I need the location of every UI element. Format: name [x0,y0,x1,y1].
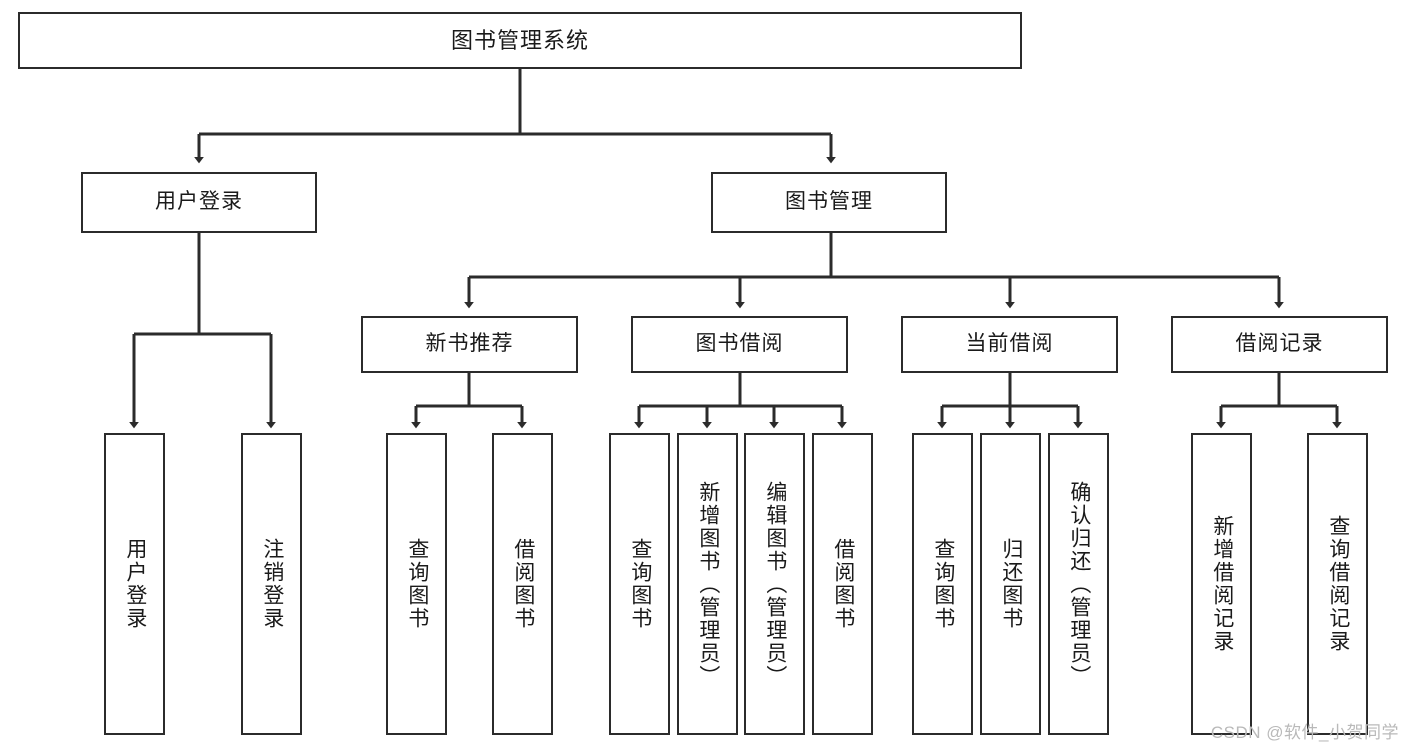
node-root-system[interactable]: 图书管理系统 [18,12,1022,69]
node-current-borrow[interactable]: 当前借阅 [901,316,1118,373]
node-book-management[interactable]: 图书管理 [711,172,947,233]
leaf-query-borrow-record[interactable]: 查询借阅记录 [1307,433,1368,735]
leaf-label: 查询图书 [931,538,955,630]
node-new-book-recommend[interactable]: 新书推荐 [361,316,578,373]
leaf-label: 查询图书 [405,538,429,630]
leaf-return-book[interactable]: 归还图书 [980,433,1041,735]
leaf-edit-book-admin[interactable]: 编辑图书（管理员） [744,433,805,735]
leaf-label: 编辑图书（管理员） [763,480,787,688]
leaf-logout[interactable]: 注销登录 [241,433,302,735]
leaf-query-book-current[interactable]: 查询图书 [912,433,973,735]
leaf-label: 借阅图书 [831,538,855,630]
leaf-confirm-return-admin[interactable]: 确认归还（管理员） [1048,433,1109,735]
csdn-watermark: CSDN @软件_小贺同学 [1210,723,1399,742]
leaf-label: 新增借阅记录 [1210,515,1234,653]
node-borrow-record[interactable]: 借阅记录 [1171,316,1388,373]
leaf-label: 确认归还（管理员） [1067,480,1091,688]
leaf-label: 查询图书 [628,538,652,630]
node-book-borrow[interactable]: 图书借阅 [631,316,848,373]
leaf-label: 归还图书 [999,538,1023,630]
leaf-label: 注销登录 [260,538,284,630]
leaf-add-book-admin[interactable]: 新增图书（管理员） [677,433,738,735]
leaf-borrow-book-borrow[interactable]: 借阅图书 [812,433,873,735]
node-user-login[interactable]: 用户登录 [81,172,317,233]
leaf-label: 用户登录 [123,538,147,630]
leaf-label: 新增图书（管理员） [696,480,720,688]
leaf-add-borrow-record[interactable]: 新增借阅记录 [1191,433,1252,735]
leaf-label: 借阅图书 [511,538,535,630]
leaf-query-book-recommend[interactable]: 查询图书 [386,433,447,735]
leaf-label: 查询借阅记录 [1326,515,1350,653]
leaf-user-login[interactable]: 用户登录 [104,433,165,735]
leaf-query-book-borrow[interactable]: 查询图书 [609,433,670,735]
leaf-borrow-book-recommend[interactable]: 借阅图书 [492,433,553,735]
